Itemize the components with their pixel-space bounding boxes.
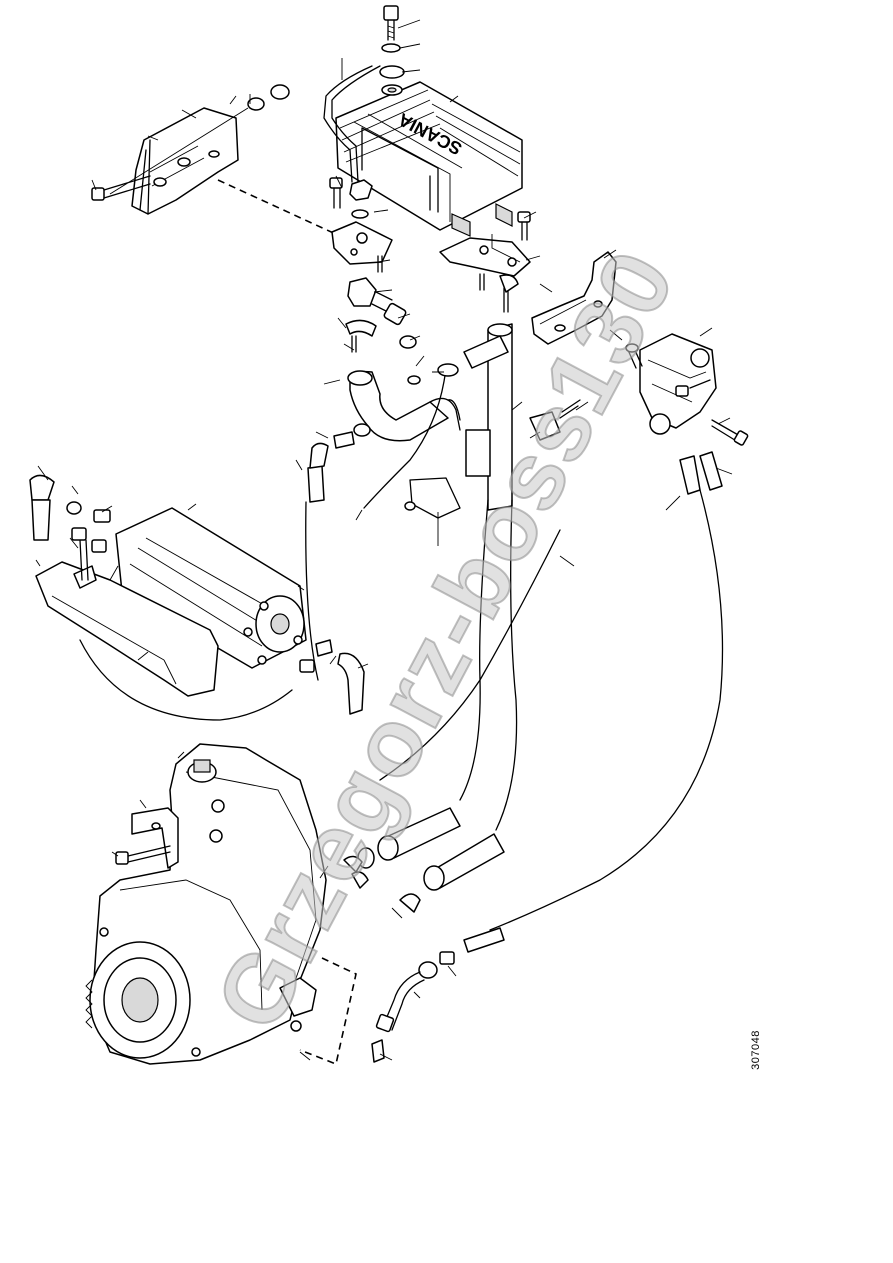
- document-number: 307048: [736, 1030, 776, 1070]
- top-bolt-stack: [323, 5, 405, 183]
- hoses-and-pipes: [305, 323, 581, 681]
- oil-cooler: SCANIA: [335, 81, 523, 237]
- callout-leaders: [35, 19, 733, 1061]
- bracket-top-left: [91, 84, 341, 237]
- transmission-housing: [85, 743, 357, 1066]
- document-number-text: 307048: [750, 1030, 762, 1070]
- cooler-mount-left: [329, 177, 417, 353]
- routing-lines: [79, 489, 724, 931]
- filter-housing: [29, 474, 365, 715]
- valve-assembly: [625, 333, 749, 495]
- cooler-mount-right: [439, 211, 531, 313]
- bracket-right: [531, 251, 617, 345]
- lower-fittings: [343, 807, 505, 1063]
